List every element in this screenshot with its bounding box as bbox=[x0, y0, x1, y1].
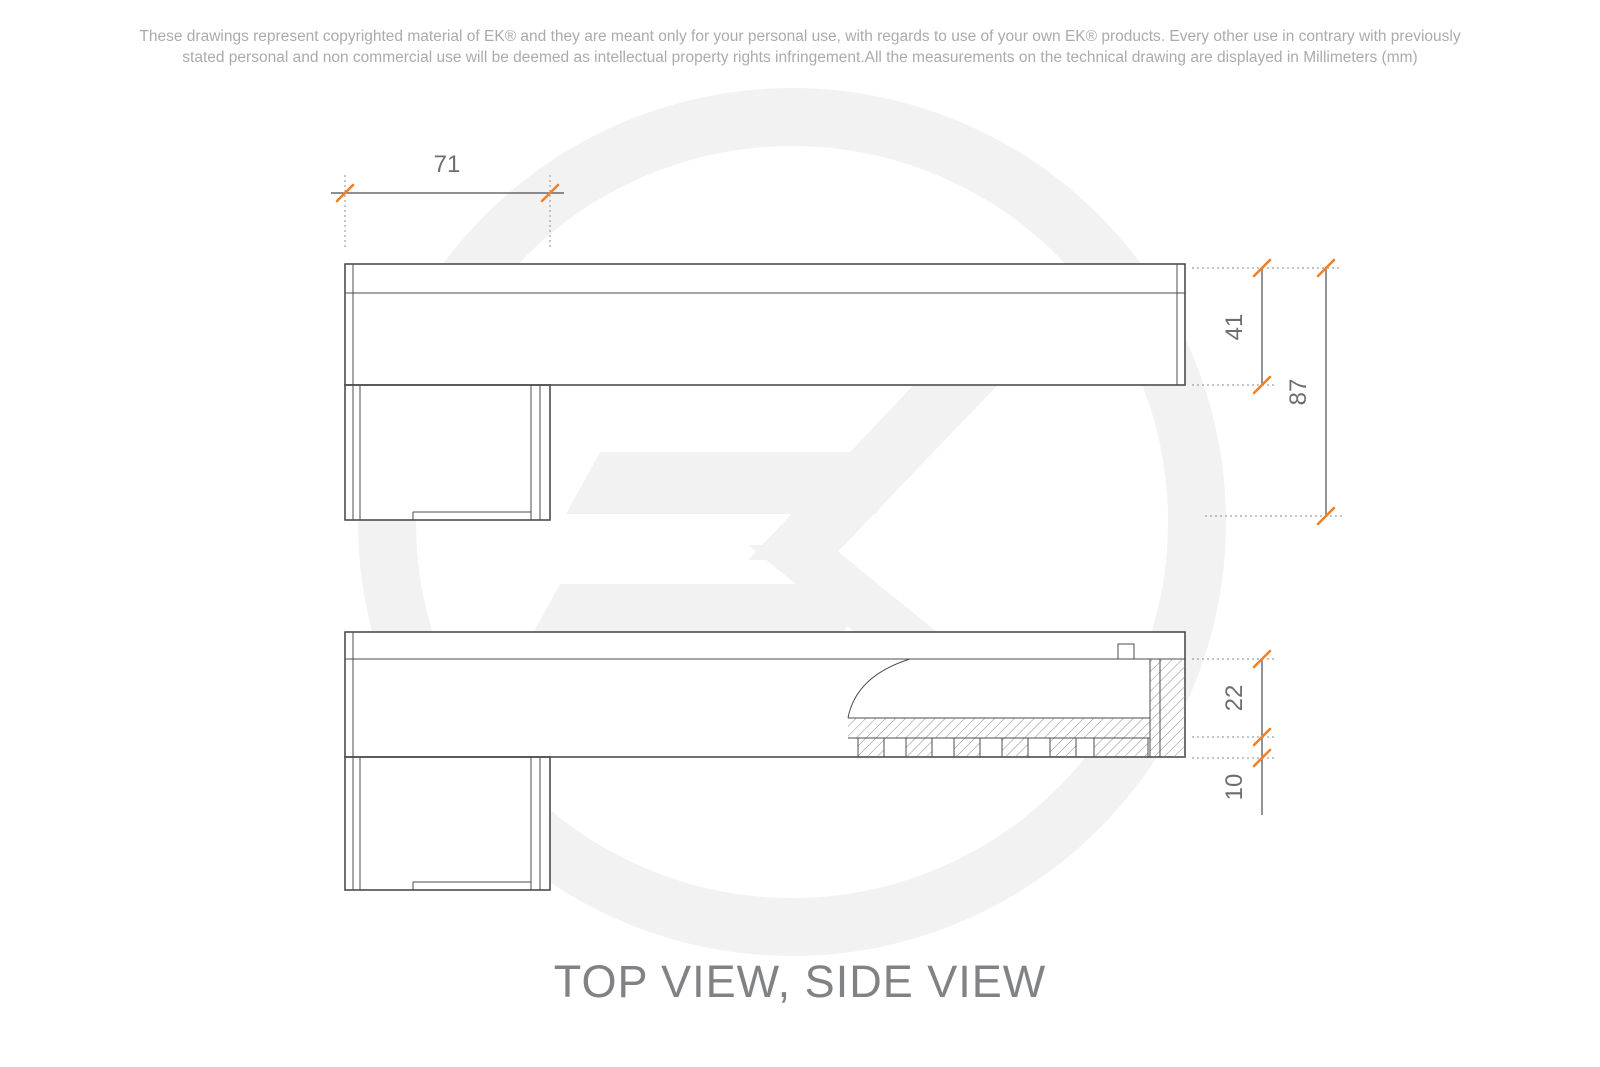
side-view-teeth bbox=[857, 737, 1149, 758]
drawing-caption: TOP VIEW, SIDE VIEW bbox=[553, 956, 1047, 1007]
dimension-extension-lines bbox=[344, 175, 1344, 759]
dimension-ticks bbox=[335, 183, 1336, 768]
disclaimer-line-1: These drawings represent copyrighted mat… bbox=[139, 28, 1461, 45]
dimension-labels: 71 41 87 22 10 bbox=[434, 151, 1312, 800]
top-view-drawing bbox=[344, 263, 1186, 521]
dimension-label-top-width: 71 bbox=[434, 151, 461, 178]
side-view-base-hatch bbox=[848, 718, 1150, 738]
side-view-end-cap-hatch bbox=[1150, 659, 1185, 757]
watermark-ring bbox=[358, 88, 1226, 956]
dimension-label-total-depth: 87 bbox=[1285, 379, 1312, 406]
side-view-drawing bbox=[344, 631, 1186, 891]
side-view-transition-curve bbox=[847, 658, 911, 719]
copyright-disclaimer: These drawings represent copyrighted mat… bbox=[0, 26, 1600, 68]
dimension-label-upper-depth: 41 bbox=[1221, 314, 1248, 341]
dimension-label-body-thickness: 22 bbox=[1221, 685, 1248, 712]
dimension-label-base-thickness: 10 bbox=[1221, 774, 1248, 801]
disclaimer-line-2: stated personal and non commercial use w… bbox=[182, 49, 1418, 66]
